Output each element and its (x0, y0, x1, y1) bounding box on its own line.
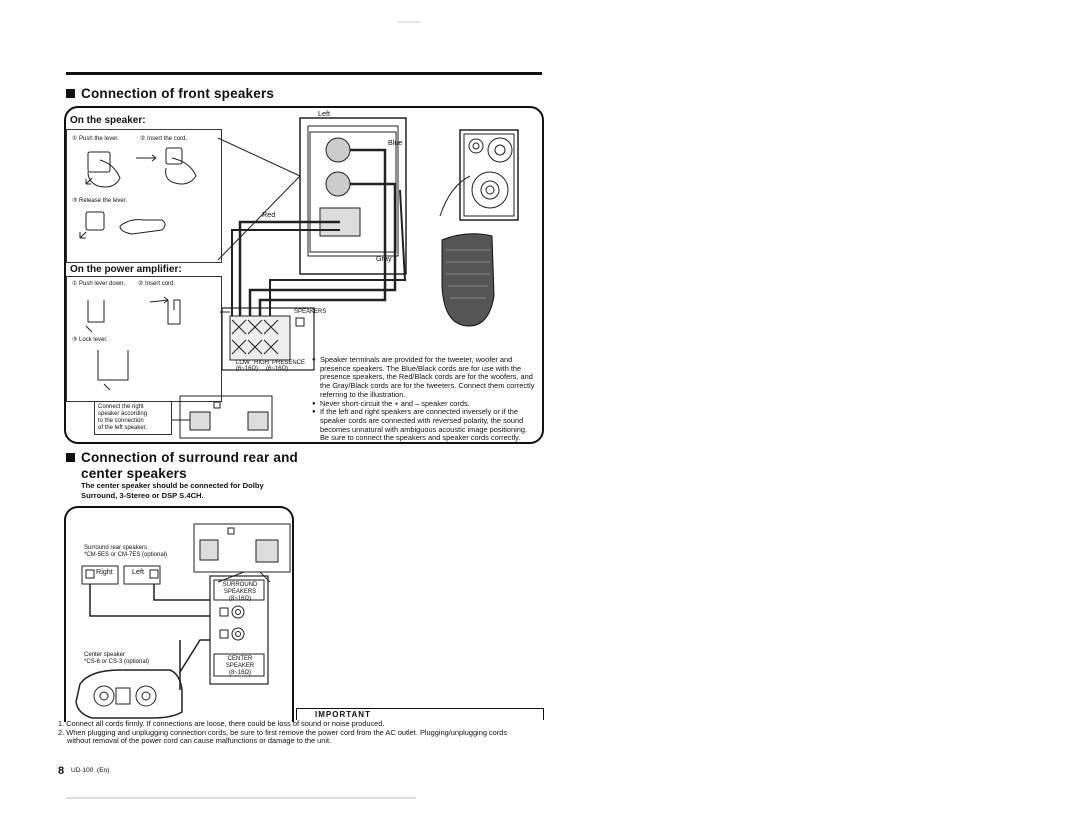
subtitle-line: Surround, 3-Stereo or DSP S.4CH. (81, 491, 204, 500)
subtitle-line: The center speaker should be connected f… (81, 481, 264, 490)
connect-right-note: Connect the right speaker according to t… (94, 401, 172, 435)
label-low: LOW (236, 360, 250, 366)
note-item: Never short-circuit the + and – speaker … (312, 399, 538, 409)
surround-label-line: *CM-5ES or CM-7ES (optional) (84, 552, 168, 558)
terminal-line: SURROUND (222, 582, 258, 588)
terminal-line: (8~16Ω) (229, 670, 251, 676)
square-bullet-icon (66, 89, 75, 98)
speaker-subheading: On the speaker: (70, 115, 146, 126)
label-speakers: SPEAKERS (294, 309, 327, 315)
amp-step-3: ③ Lock lever. (72, 337, 108, 343)
amp-step-2: ② Insert cord. (138, 281, 176, 287)
connect-note-line: to the connection (98, 418, 144, 424)
terminal-line: (8~16Ω) (229, 596, 251, 602)
surround-panel (64, 506, 294, 722)
label-ohms-1: (6~16Ω) (236, 366, 258, 372)
section-title-surround-line2: center speakers (81, 466, 187, 481)
section-title-surround: Connection of surround rear and (66, 450, 298, 465)
left-speaker-label: Left (132, 567, 144, 576)
important-box: IMPORTANT (296, 708, 544, 720)
header-rule (66, 72, 542, 75)
label-left: Left (318, 109, 330, 118)
important-item: without removal of the power cord can ca… (67, 736, 332, 746)
surround-terminal-label: SURROUND SPEAKERS (8~16Ω) (218, 582, 262, 603)
label-gray: Gray (376, 254, 392, 263)
terminal-line: CENTER (227, 656, 253, 662)
amp-subheading: On the power amplifier: (70, 264, 182, 275)
connect-note-line: of the left speaker. (98, 425, 148, 431)
label-ohms-2: (6~16Ω) (266, 366, 288, 372)
label-presence: PRESENCE (272, 360, 306, 366)
important-title: IMPORTANT (315, 710, 371, 719)
surround-label-line: Surround rear speakers (84, 545, 148, 551)
surround-speakers-label: Surround rear speakers *CM-5ES or CM-7ES… (84, 545, 167, 559)
surround-subtitle: The center speaker should be connected f… (81, 481, 264, 501)
important-item: 1. Connect all cords firmly. If connecti… (58, 719, 385, 728)
note-item: Speaker terminals are provided for the t… (312, 355, 538, 400)
center-label-line: Center speaker (84, 652, 126, 658)
speaker-steps-box (66, 129, 222, 263)
center-label-line: *CS-6 or CS-3 (optional) (84, 659, 150, 665)
model-label: UD-100 (En) (71, 767, 109, 774)
note-item: If the left and right speakers are conne… (312, 407, 538, 443)
model-name: UD-100 (71, 767, 94, 774)
terminal-line: SPEAKERS (223, 589, 257, 595)
important-list: 1. Connect all cords firmly. If connecti… (58, 719, 548, 746)
page-number: 8 (58, 765, 65, 777)
terminal-line: SPEAKER (225, 663, 255, 669)
speaker-step-1: ① Push the lever. (72, 136, 119, 142)
front-speakers-panel (64, 106, 544, 444)
amp-step-1: ① Push lever down. (72, 281, 126, 287)
right-speaker-label: Right (96, 567, 113, 576)
square-bullet-icon (66, 453, 75, 462)
connect-note-line: Connect the right (98, 404, 144, 410)
label-high: HIGH (254, 360, 269, 366)
front-speaker-notes: Speaker terminals are provided for the t… (312, 355, 538, 443)
center-speaker-label: Center speaker *CS-6 or CS-3 (optional) (84, 652, 149, 666)
connect-note-line: speaker according (98, 411, 148, 417)
label-red: Red (262, 210, 276, 219)
speaker-step-2: ② Insert the cord. (140, 136, 188, 142)
center-terminal-label: CENTER SPEAKER (8~16Ω) (218, 656, 262, 677)
important-item: 2. When plugging and unplugging connecti… (58, 727, 508, 737)
label-blue: Blue (388, 138, 403, 147)
section-title-front: Connection of front speakers (66, 86, 274, 101)
speaker-step-3: ③ Release the lever. (72, 198, 128, 204)
language-code: (En) (97, 767, 110, 774)
